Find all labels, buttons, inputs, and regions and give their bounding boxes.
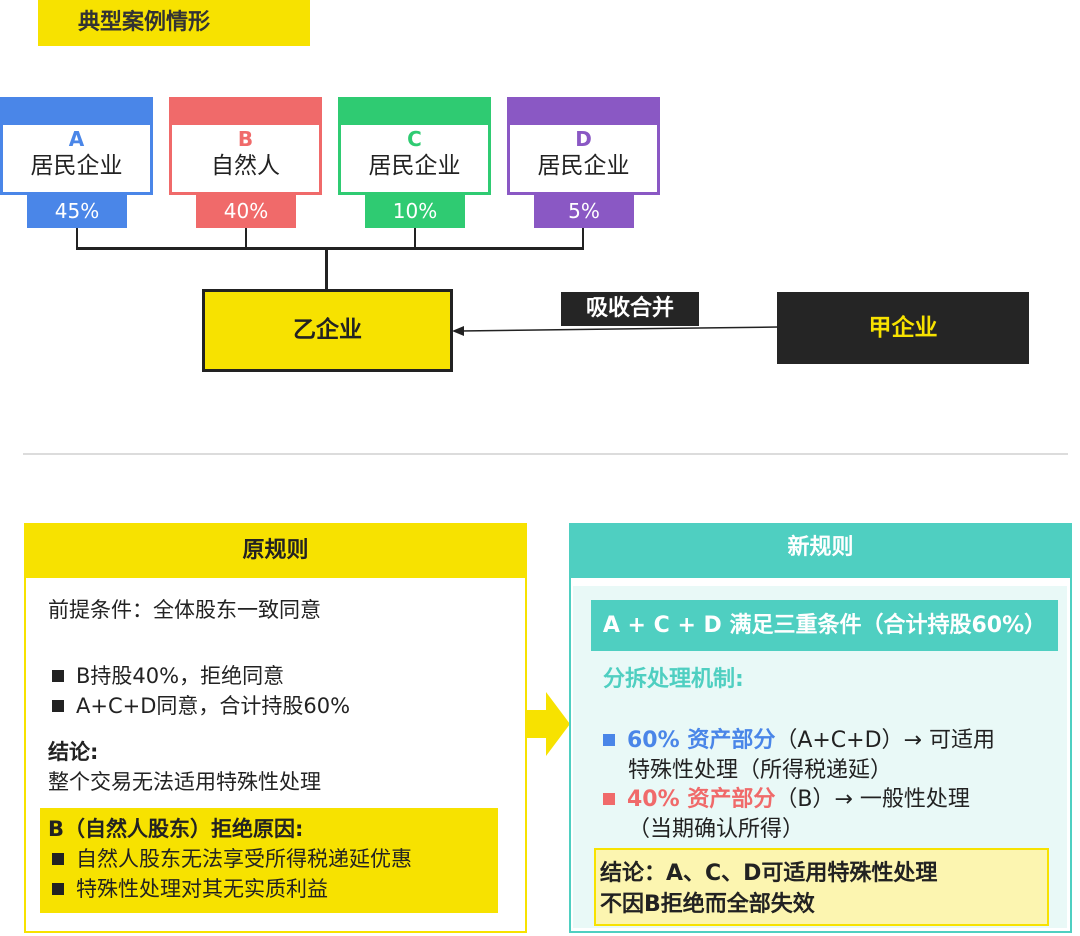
connector-a bbox=[76, 228, 78, 248]
shareholder-letter: B bbox=[237, 127, 254, 151]
old-conclusion-text: 整个交易无法适用特殊性处理 bbox=[48, 770, 321, 794]
target-enterprise: 乙企业 bbox=[202, 289, 453, 372]
asset-split-item: 40% 资产部分（B）→ 一般性处理 bbox=[603, 785, 970, 815]
connector-b bbox=[245, 228, 247, 248]
old-rule-bullet: A+C+D同意，合计持股60% bbox=[52, 692, 350, 720]
bullet-square-icon bbox=[52, 853, 64, 865]
bullet-square-icon bbox=[52, 700, 64, 712]
shareholding-d: 5% bbox=[534, 195, 634, 228]
shareholder-letter: A bbox=[68, 127, 85, 151]
mechanism-title: 分拆处理机制: bbox=[603, 667, 744, 692]
shareholding-c: 10% bbox=[365, 195, 465, 228]
merger-label: 吸收合并 bbox=[561, 292, 699, 326]
bullet-square-icon bbox=[603, 793, 615, 805]
old-rule-heading: 原规则 bbox=[24, 523, 527, 578]
shareholder-letter: D bbox=[575, 127, 592, 151]
new-rule-heading: 新规则 bbox=[569, 523, 1072, 578]
shareholder-type: 居民企业 bbox=[30, 153, 123, 179]
old-rule-bullet: B持股40%，拒绝同意 bbox=[52, 662, 284, 690]
page-title: 典型案例情形 bbox=[38, 0, 310, 46]
connector-d bbox=[582, 228, 584, 248]
premise-text: 前提条件：全体股东一致同意 bbox=[48, 598, 321, 622]
refusal-reason-item: 自然人股东无法享受所得税递延优惠 bbox=[52, 845, 412, 873]
refusal-reason-title: B（自然人股东）拒绝原因: bbox=[48, 817, 304, 841]
bullet-square-icon bbox=[52, 883, 64, 895]
shareholder-card-b: B 自然人 bbox=[169, 97, 322, 195]
shareholder-type: 居民企业 bbox=[537, 153, 630, 179]
section-divider bbox=[23, 453, 1068, 455]
shareholder-type: 居民企业 bbox=[368, 153, 461, 179]
acquiring-enterprise: 甲企业 bbox=[777, 292, 1029, 364]
new-conclusion-line: 结论：A、C、D可适用特殊性处理 bbox=[600, 861, 938, 886]
connector-horizontal bbox=[76, 247, 584, 250]
shareholding-a: 45% bbox=[27, 195, 127, 228]
bullet-square-icon bbox=[52, 670, 64, 682]
asset-split-detail: 特殊性处理（所得税递延） bbox=[628, 758, 893, 783]
shareholder-card-c: C 居民企业 bbox=[338, 97, 491, 195]
asset-split-detail: （当期确认所得） bbox=[628, 817, 805, 842]
conclusion-label: 结论: bbox=[48, 740, 99, 764]
shareholder-card-d: D 居民企业 bbox=[507, 97, 660, 195]
right-arrow-icon bbox=[526, 692, 570, 756]
shareholding-b: 40% bbox=[196, 195, 296, 228]
merger-arrow bbox=[452, 326, 779, 336]
shareholder-card-a: A 居民企业 bbox=[0, 97, 153, 195]
condition-banner: A + C + D 满足三重条件（合计持股60%） bbox=[591, 600, 1058, 651]
refusal-reason-item: 特殊性处理对其无实质利益 bbox=[52, 875, 328, 903]
new-conclusion-box bbox=[594, 848, 1049, 926]
asset-split-item: 60% 资产部分（A+C+D）→ 可适用 bbox=[603, 726, 995, 756]
shareholder-type: 自然人 bbox=[211, 153, 280, 179]
connector-trunk bbox=[325, 248, 328, 290]
shareholder-letter: C bbox=[407, 127, 422, 151]
connector-c bbox=[414, 228, 416, 248]
new-conclusion-line: 不因B拒绝而全部失效 bbox=[600, 892, 815, 917]
refusal-reason-box bbox=[40, 808, 498, 913]
bullet-square-icon bbox=[603, 734, 615, 746]
